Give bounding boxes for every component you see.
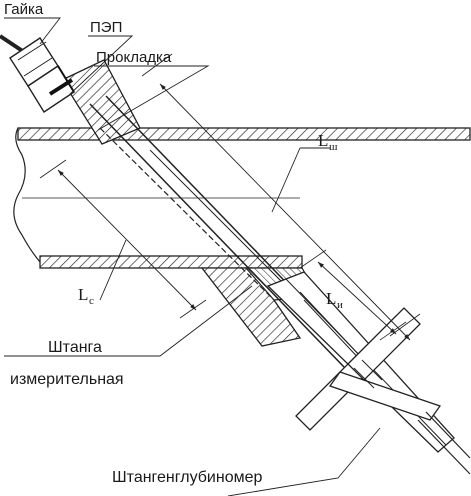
pipe-top-wall [17,127,471,141]
dimension-li [299,249,407,341]
lc-leader [99,239,127,301]
label-depth-gauge: Штангенглубиномер [112,469,263,486]
label-transducer: ПЭП [90,19,122,36]
label-lc-sub: c [89,295,94,307]
label-nut: Гайка [4,1,44,18]
label-lc-main: L [78,285,88,304]
label-rod-line1: Штанга [48,339,102,356]
label-gasket: Прокладка [96,49,172,66]
pipe-left-edge [13,127,41,263]
upper-sleeve [61,59,141,145]
label-rod-line2: измерительная [10,371,124,388]
label-lsh-sub: ш [329,141,338,153]
lsh-leader [271,147,301,213]
label-lsh-main: L [318,131,328,150]
depth-gauge-body [266,271,471,475]
label-li-sub: и [337,299,343,311]
pipe [13,127,471,269]
label-li-main: L [326,289,336,308]
nut-assembly [0,34,75,113]
dimension-lc [39,159,207,319]
